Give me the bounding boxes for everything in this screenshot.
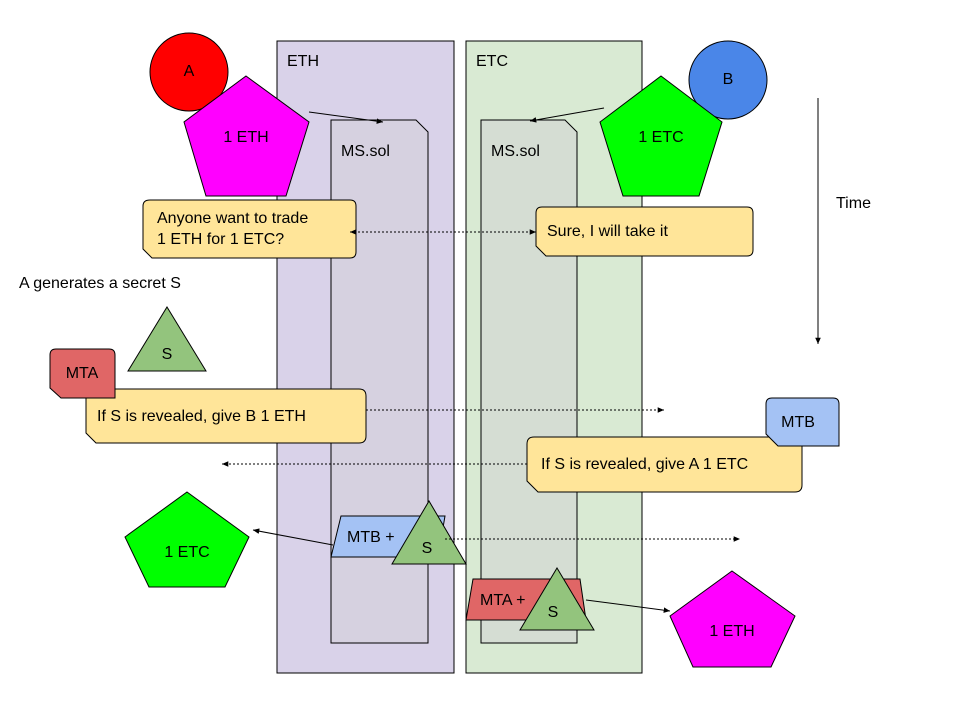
coin-etc-b-label: 1 ETC [638, 129, 683, 146]
secret-triangle [127, 306, 207, 372]
offer-note [142, 199, 357, 259]
mtb-tag [765, 397, 840, 447]
coin-etc-to-a-label: 1 ETC [164, 544, 209, 561]
coin-eth-to-b [669, 570, 796, 668]
eth-contract-label: MS.sol [341, 143, 390, 160]
offer-text-line1: Anyone want to trade [157, 210, 308, 227]
deposit-eth-arrow [308, 111, 384, 124]
mtb-tag-label: MTB [781, 414, 815, 431]
mta-plus-label: MTA + [480, 592, 526, 609]
secret-on-mtb-label: S [422, 540, 433, 557]
etc-contract-label: MS.sol [491, 143, 540, 160]
actor-a [149, 32, 229, 112]
accept-text: Sure, I will take it [547, 223, 668, 240]
mtb-plus-label: MTB + [347, 529, 395, 546]
accept-note [535, 206, 754, 257]
actor-b [688, 40, 768, 120]
etc-lane-label: ETC [476, 53, 508, 70]
coin-eth-a [183, 75, 310, 197]
claim-eth-arrow [585, 599, 671, 613]
coin-eth-a-label: 1 ETH [223, 129, 268, 146]
claim-etc-arrow [252, 528, 334, 546]
coin-etc-b [599, 75, 723, 197]
mta-tag-label: MTA [66, 365, 99, 382]
mta-condition-text: If S is revealed, give B 1 ETH [97, 408, 306, 425]
actor-b-label: B [723, 71, 734, 88]
mta-tag [49, 348, 116, 399]
secret-caption: A generates a secret S [19, 275, 181, 292]
eth-lane-label: ETH [287, 53, 319, 70]
mtb-condition-text: If S is revealed, give A 1 ETC [541, 456, 748, 473]
etc-contract [480, 119, 578, 644]
eth-contract [330, 119, 429, 644]
time-label: Time [836, 195, 871, 212]
secret-on-mtb [391, 500, 467, 565]
coin-eth-to-b-label: 1 ETH [709, 623, 754, 640]
secret-symbol: S [162, 346, 173, 363]
actor-a-label: A [184, 63, 195, 80]
secret-on-mta-label: S [548, 604, 559, 621]
secret-on-mta [519, 567, 595, 631]
deposit-etc-arrow [529, 107, 605, 123]
coin-etc-to-a [124, 491, 250, 588]
offer-text-line2: 1 ETH for 1 ETC? [157, 231, 284, 248]
